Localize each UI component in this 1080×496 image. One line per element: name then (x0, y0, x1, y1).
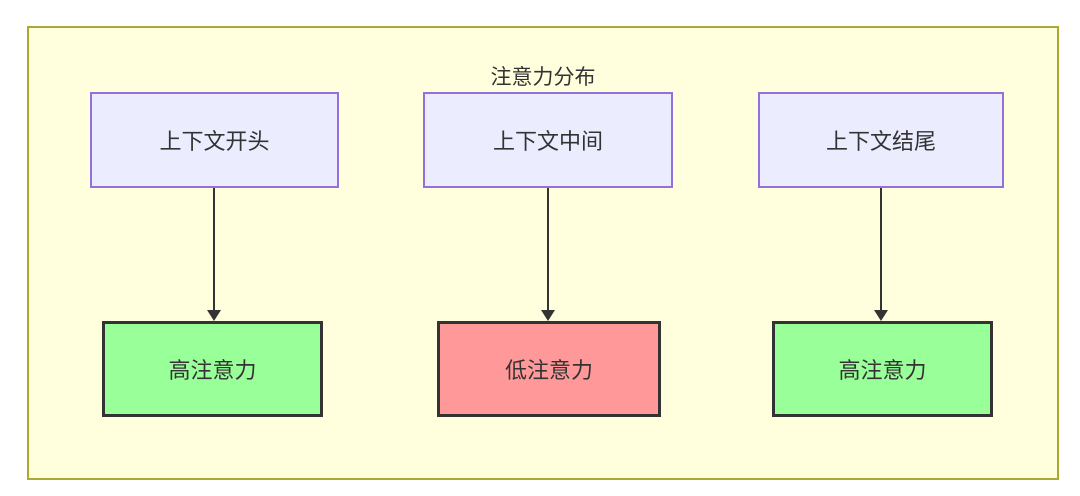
diagram-title: 注意力分布 (490, 66, 596, 89)
node-high-attention-left: 高注意力 (102, 321, 323, 417)
node-context-end: 上下文结尾 (758, 92, 1004, 188)
arrow-head-icon (874, 310, 888, 321)
node-label: 上下文中间 (492, 129, 603, 154)
node-context-beginning: 上下文开头 (90, 92, 339, 188)
node-label: 低注意力 (504, 358, 593, 383)
node-label: 上下文开头 (159, 129, 270, 154)
arrow-line (213, 188, 215, 310)
node-context-middle: 上下文中间 (423, 92, 673, 188)
arrow-line (547, 188, 549, 310)
arrow-head-icon (207, 310, 221, 321)
node-low-attention: 低注意力 (437, 321, 661, 417)
node-high-attention-right: 高注意力 (772, 321, 993, 417)
arrow-line (880, 188, 882, 310)
node-label: 高注意力 (838, 358, 927, 383)
arrow-head-icon (541, 310, 555, 321)
node-label: 高注意力 (168, 358, 257, 383)
node-label: 上下文结尾 (825, 129, 936, 154)
